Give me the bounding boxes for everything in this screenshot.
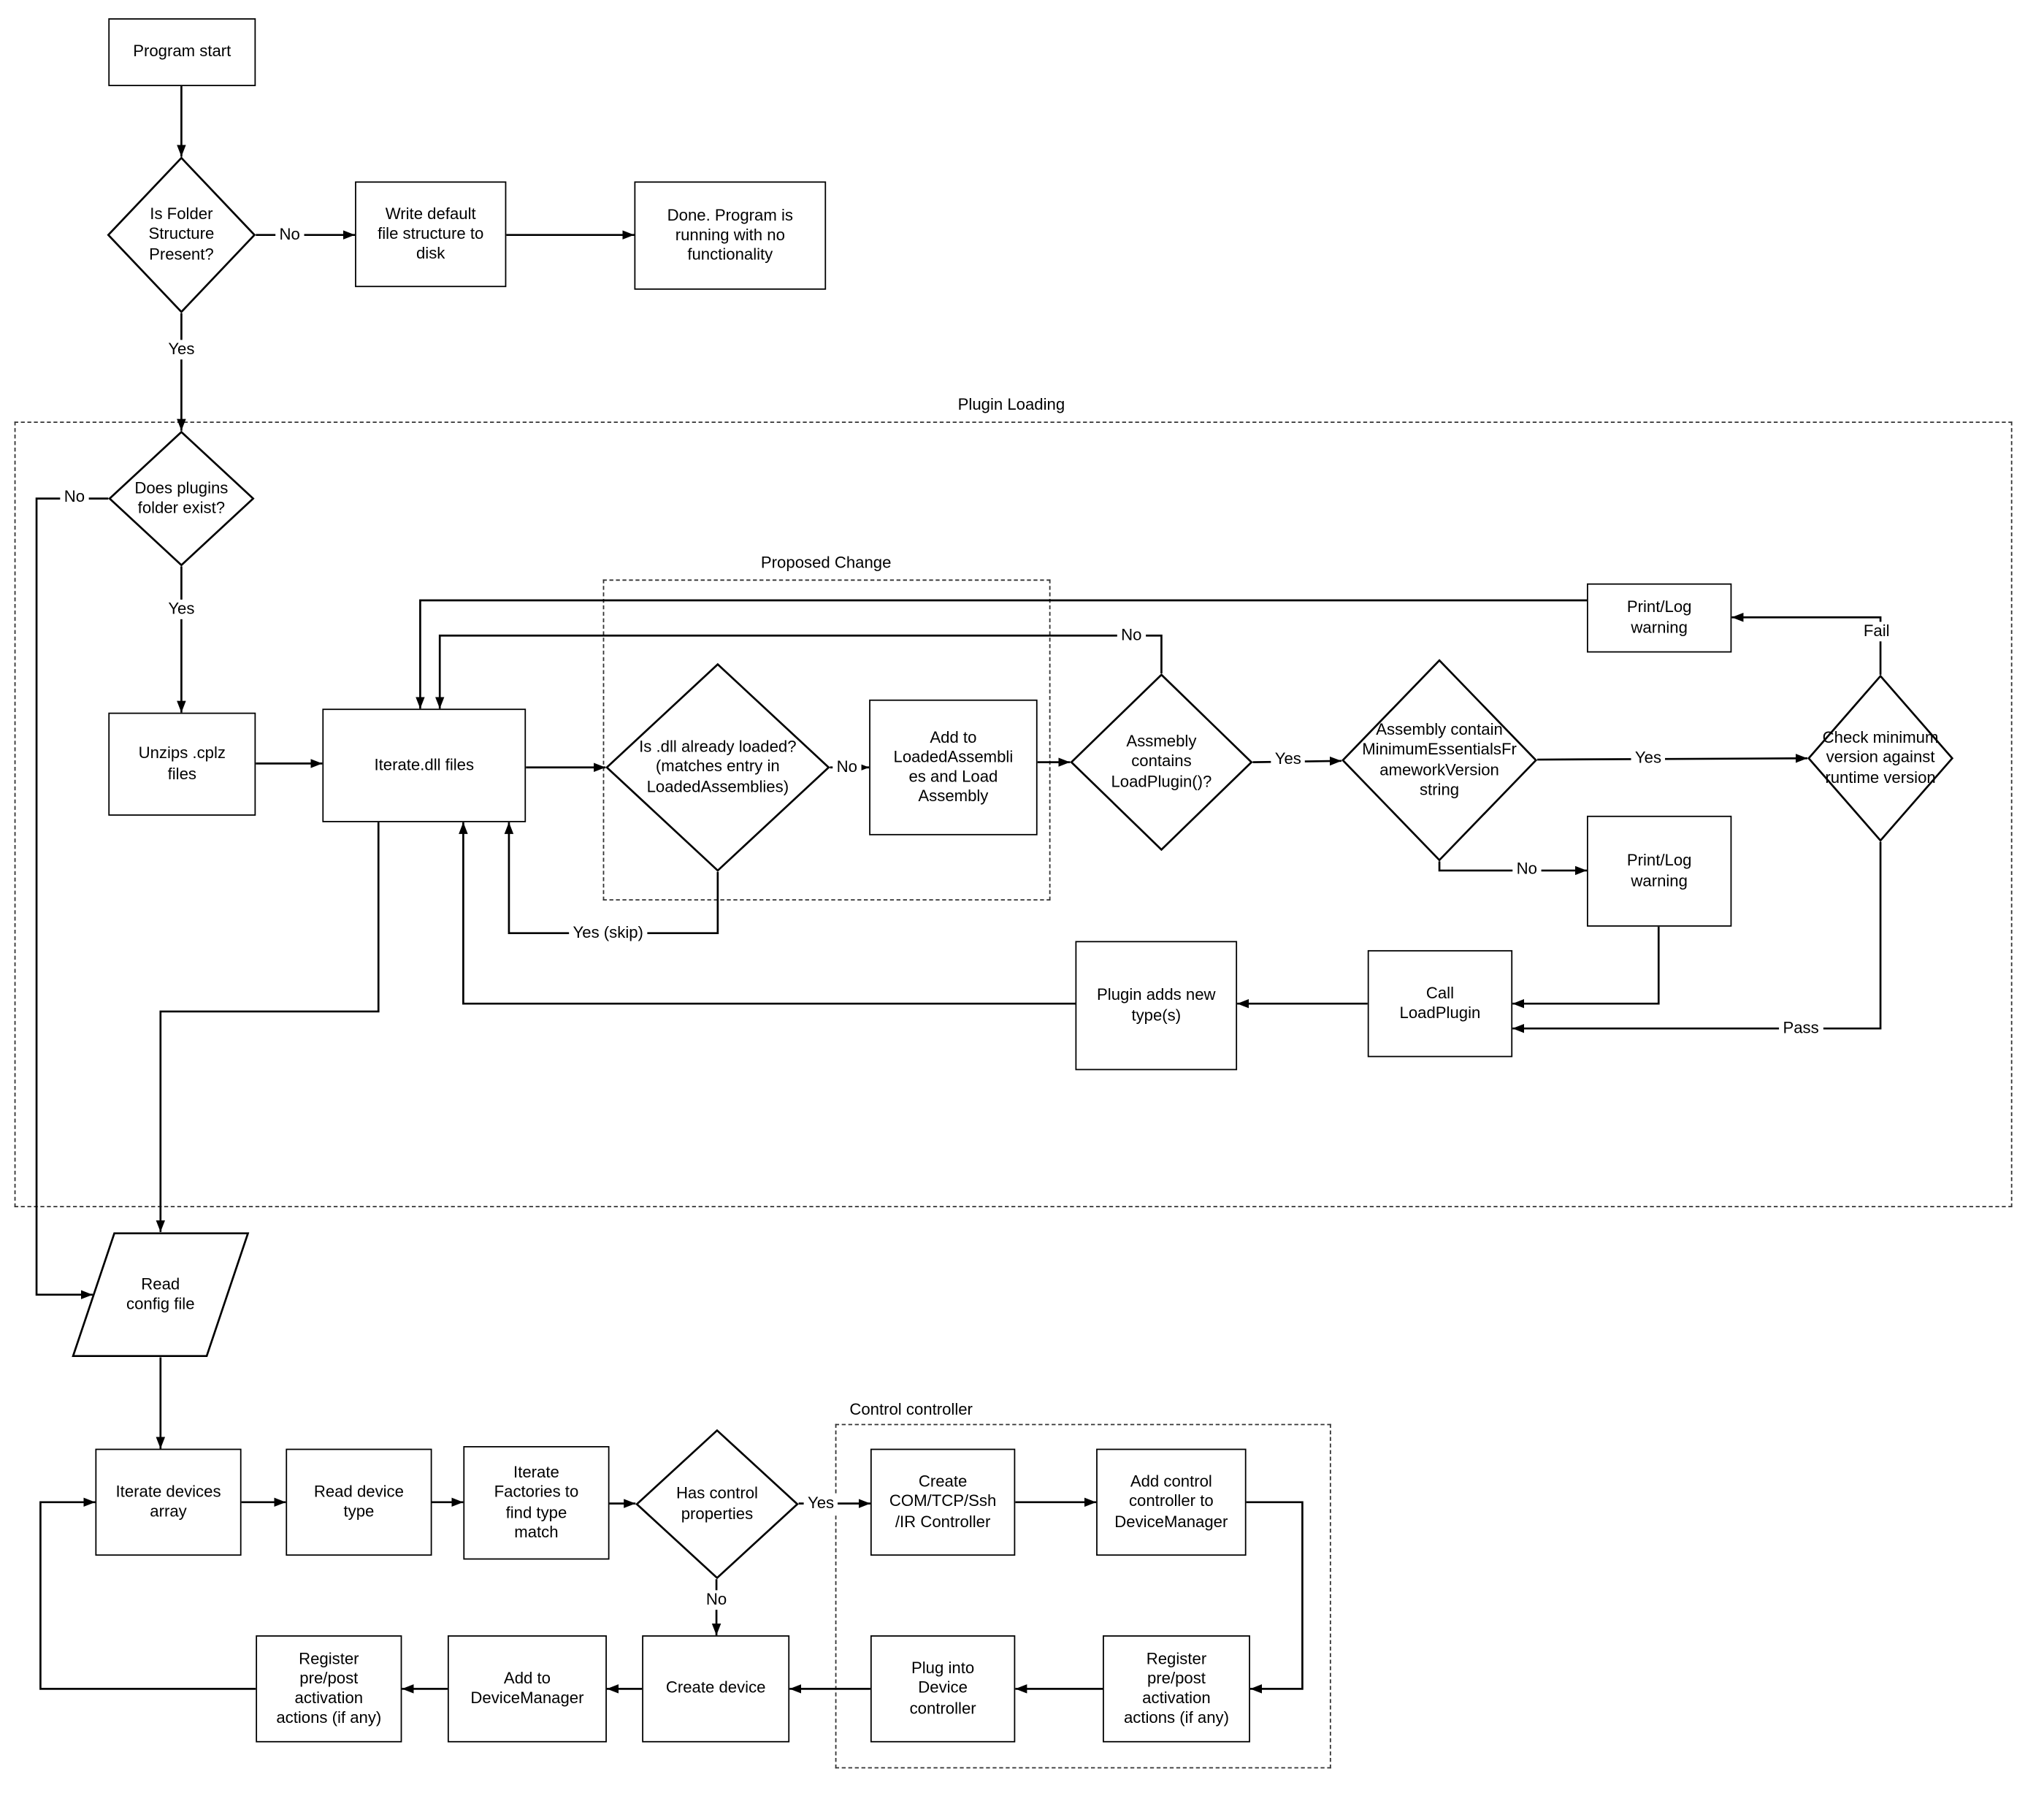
- plugin-loading-label: Plugin Loading: [957, 395, 1065, 414]
- decision-plugins-folder: Does plugins folder exist?: [108, 430, 255, 567]
- node-label: Register pre/post activation actions (if…: [1123, 1649, 1229, 1727]
- node-label: Read config file: [126, 1274, 195, 1313]
- node-create-device: Create device: [642, 1635, 790, 1743]
- edge-label-folder-no: No: [275, 225, 305, 245]
- node-label: Add to DeviceManager: [470, 1669, 584, 1708]
- node-label: Does plugins folder exist?: [134, 478, 229, 517]
- node-register-prepost-device: Register pre/post activation actions (if…: [256, 1635, 402, 1743]
- diamond-shape: [108, 430, 255, 567]
- decision-contains-loadplugin: Assmebly contains LoadPlugin()?: [1070, 673, 1253, 852]
- decision-has-control-properties: Has control properties: [635, 1429, 799, 1580]
- node-plugin-adds-types: Plugin adds new type(s): [1075, 941, 1238, 1071]
- node-label: Create COM/TCP/Ssh /IR Controller: [889, 1472, 997, 1531]
- edge-version-fail: [1731, 612, 1882, 675]
- node-iterate-factories: Iterate Factories to find type match: [463, 1445, 610, 1560]
- decision-dll-already-loaded: Is .dll already loaded? (matches entry i…: [605, 662, 830, 872]
- node-program-start: Program start: [108, 18, 256, 86]
- edge-iterate-to-read-config: [156, 822, 380, 1232]
- node-label: Write default file structure to disk: [378, 204, 484, 263]
- node-add-to-devicemanager: Add to DeviceManager: [447, 1635, 607, 1743]
- node-label: Unzips .cplz files: [138, 744, 226, 783]
- edge-plugin-adds-to-iterate: [459, 822, 1076, 1005]
- diamond-shape: [635, 1429, 799, 1580]
- node-label: Is .dll already loaded? (matches entry i…: [639, 738, 797, 796]
- node-label: Done. Program is running with no functio…: [667, 206, 793, 264]
- node-label: Print/Log warning: [1626, 851, 1692, 890]
- node-print-log-warning-fail: Print/Log warning: [1586, 583, 1732, 653]
- node-label: Call LoadPlugin: [1399, 984, 1481, 1022]
- node-call-loadplugin: Call LoadPlugin: [1367, 949, 1513, 1058]
- node-unzip-cplz: Unzips .cplz files: [108, 712, 256, 816]
- decision-contains-minversion-string: Assembly contain MinimumEssentialsFr ame…: [1341, 659, 1538, 862]
- edge-label-loadplugin-yes: Yes: [1271, 749, 1306, 770]
- plugin-loading-container: [14, 421, 2013, 1207]
- node-add-control-controller: Add control controller to DeviceManager: [1096, 1448, 1247, 1556]
- edge-add-control-to-register: [1246, 1501, 1304, 1694]
- edge-label-version-fail: Fail: [1859, 622, 1894, 642]
- node-label: Iterate Factories to find type match: [494, 1463, 579, 1541]
- edge-label-folder-yes: Yes: [164, 340, 199, 360]
- edge-warning-to-call: [1512, 926, 1660, 1009]
- diamond-shape: [1070, 673, 1253, 852]
- node-label: Register pre/post activation actions (if…: [276, 1649, 382, 1727]
- node-label: Iterate.dll files: [374, 755, 475, 774]
- node-register-prepost-control: Register pre/post activation actions (if…: [1103, 1635, 1250, 1743]
- node-label: Assembly contain MinimumEssentialsFr ame…: [1362, 720, 1517, 798]
- node-print-log-warning-noversion: Print/Log warning: [1586, 815, 1732, 927]
- edge-label-plugins-no: No: [60, 487, 89, 508]
- edge-label-version-pass: Pass: [1779, 1018, 1823, 1039]
- edge-label-minversion-yes: Yes: [1631, 748, 1666, 768]
- node-write-default-structure: Write default file structure to disk: [355, 181, 507, 288]
- proposed-change-container: [602, 579, 1051, 901]
- node-label: Program start: [133, 42, 231, 61]
- node-iterate-devices: Iterate devices array: [95, 1448, 242, 1556]
- edge-label-minversion-no: No: [1512, 859, 1542, 879]
- decision-folder-structure: Is Folder Structure Present?: [107, 156, 256, 313]
- node-label: Add to LoadedAssembli es and Load Assemb…: [893, 727, 1014, 806]
- node-label: Plugin adds new type(s): [1097, 985, 1216, 1024]
- node-label: Assmebly contains LoadPlugin()?: [1111, 733, 1212, 791]
- edge-label-plugins-yes: Yes: [164, 600, 199, 620]
- node-label: Plug into Device controller: [909, 1659, 976, 1717]
- edge-plugins-no: [35, 497, 109, 1299]
- edge-label-control-yes: Yes: [803, 1494, 838, 1514]
- node-read-config-file: Read config file: [72, 1232, 250, 1358]
- diamond-shape: [107, 156, 256, 313]
- node-label: Create device: [665, 1678, 766, 1697]
- node-done-no-functionality: Done. Program is running with no functio…: [634, 181, 827, 290]
- node-label: Iterate devices array: [115, 1482, 221, 1521]
- node-read-device-type: Read device type: [286, 1448, 432, 1556]
- diamond-shape: [1341, 659, 1538, 862]
- edge-register-loop-to-devices: [39, 1497, 256, 1690]
- diamond-shape: [1807, 674, 1954, 842]
- decision-check-min-version: Check minimum version against runtime ve…: [1807, 674, 1954, 842]
- node-label: Add control controller to DeviceManager: [1114, 1472, 1228, 1531]
- edge-minversion-yes: [1537, 754, 1808, 763]
- control-controller-container: [835, 1423, 1331, 1769]
- node-create-controller: Create COM/TCP/Ssh /IR Controller: [870, 1448, 1016, 1556]
- diamond-shape: [605, 662, 830, 872]
- edge-warning-to-iterate: [416, 599, 1587, 709]
- edge-label-loaded-no: No: [832, 757, 862, 778]
- para-shape: [72, 1232, 250, 1358]
- control-controller-label: Control controller: [849, 1400, 973, 1419]
- node-label: Check minimum version against runtime ve…: [1822, 728, 1939, 787]
- node-iterate-dll: Iterate.dll files: [322, 708, 527, 822]
- proposed-change-label: Proposed Change: [760, 553, 892, 572]
- edge-label-control-no: No: [702, 1590, 731, 1610]
- edge-loadplugin-no: [435, 634, 1163, 709]
- edge-label-loaded-yes-skip: Yes (skip): [569, 923, 648, 944]
- node-label: Print/Log warning: [1626, 598, 1692, 637]
- node-label: Is Folder Structure Present?: [148, 205, 215, 264]
- node-label: Has control properties: [675, 1484, 758, 1523]
- edge-label-loadplugin-no: No: [1117, 625, 1146, 646]
- node-label: Read device type: [313, 1482, 404, 1521]
- node-plug-into-device-controller: Plug into Device controller: [870, 1635, 1016, 1743]
- edge-version-pass: [1512, 841, 1882, 1033]
- node-add-to-loaded-assemblies: Add to LoadedAssembli es and Load Assemb…: [869, 699, 1038, 836]
